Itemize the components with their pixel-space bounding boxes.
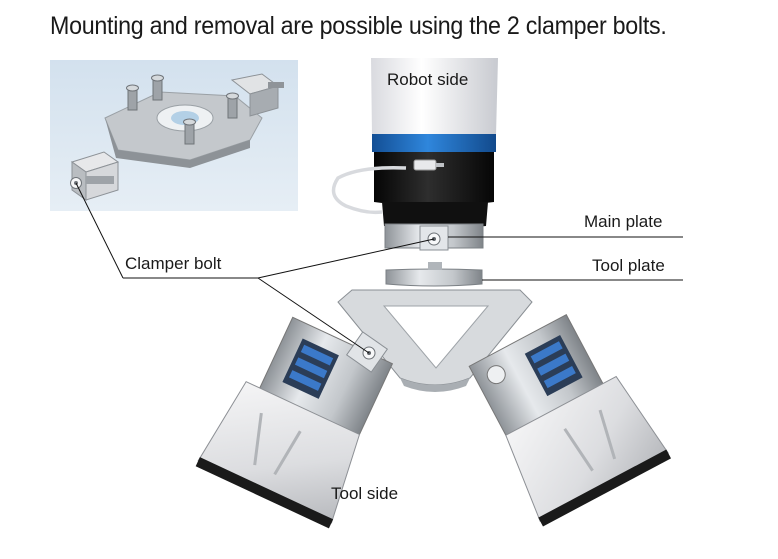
main-plate-label: Main plate — [584, 212, 663, 231]
tool-side-label: Tool side — [331, 484, 399, 503]
robot-side-label: Robot side — [387, 70, 469, 89]
tool-plate-label: Tool plate — [592, 256, 665, 275]
inset-detail-view — [50, 60, 298, 211]
right-tool-module — [468, 314, 672, 527]
clamper-bolt-label: Clamper bolt — [125, 254, 222, 273]
tool-plate — [385, 262, 483, 287]
headline: Mounting and removal are possible using … — [50, 12, 667, 40]
robot-side-assembly — [331, 58, 498, 229]
left-tool-module — [195, 316, 394, 529]
leader-lines — [75, 182, 683, 354]
